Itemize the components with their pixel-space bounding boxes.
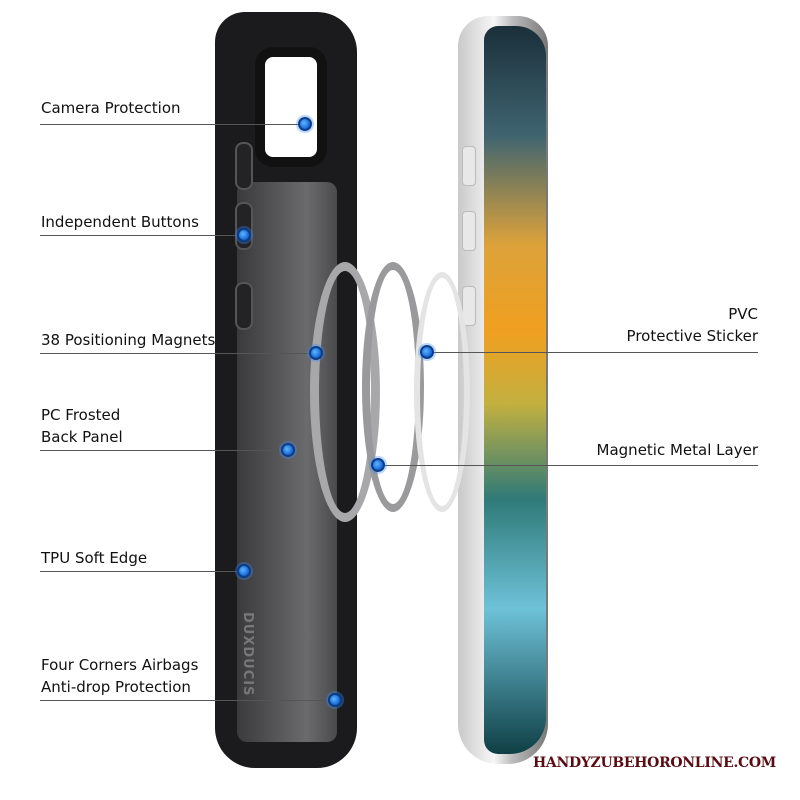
watermark: HANDYZUBEHORONLINE.COM (533, 755, 776, 771)
callout-camera-protection: Camera Protection (41, 99, 181, 117)
callout-dot (237, 228, 251, 242)
callout-line (40, 450, 288, 451)
callout-line (378, 465, 758, 466)
callout-dot (371, 458, 385, 472)
callout-line (40, 571, 244, 572)
phone-button (462, 146, 476, 186)
case-button (235, 282, 253, 330)
callout-dot (298, 117, 312, 131)
callout-line (40, 124, 305, 125)
callout-independent-buttons: Independent Buttons (41, 213, 199, 231)
case-brand-logo: DUXDUCIS (240, 612, 255, 697)
label-line: Four Corners Airbags (41, 656, 199, 674)
case-button (235, 202, 253, 250)
label-line: PC Frosted (41, 406, 121, 424)
callout-line (40, 353, 316, 354)
callout-dot (281, 443, 295, 457)
label-line: Protective Sticker (626, 327, 758, 345)
callout-line (40, 235, 244, 236)
callout-dot (328, 693, 342, 707)
callout-tpu-soft-edge: TPU Soft Edge (41, 549, 148, 567)
label-line: Back Panel (41, 428, 123, 446)
callout-dot (237, 564, 251, 578)
callout-line (427, 352, 758, 353)
phone (458, 16, 548, 764)
callout-dot (420, 345, 434, 359)
callout-dot (309, 346, 323, 360)
phone-button (462, 211, 476, 251)
callout-positioning-magnets: 38 Positioning Magnets (41, 331, 216, 349)
label-line: PVC (728, 305, 758, 323)
case-button (235, 142, 253, 190)
phone-button (462, 286, 476, 326)
callout-magnetic-metal-layer: Magnetic Metal Layer (596, 441, 758, 459)
label-line: Anti-drop Protection (41, 678, 191, 696)
callout-pvc-sticker: PVC Protective Sticker (627, 303, 758, 347)
camera-cutout (255, 47, 327, 167)
phone-screen (484, 26, 546, 754)
sticker-ring (414, 272, 470, 512)
callout-line (40, 700, 335, 701)
